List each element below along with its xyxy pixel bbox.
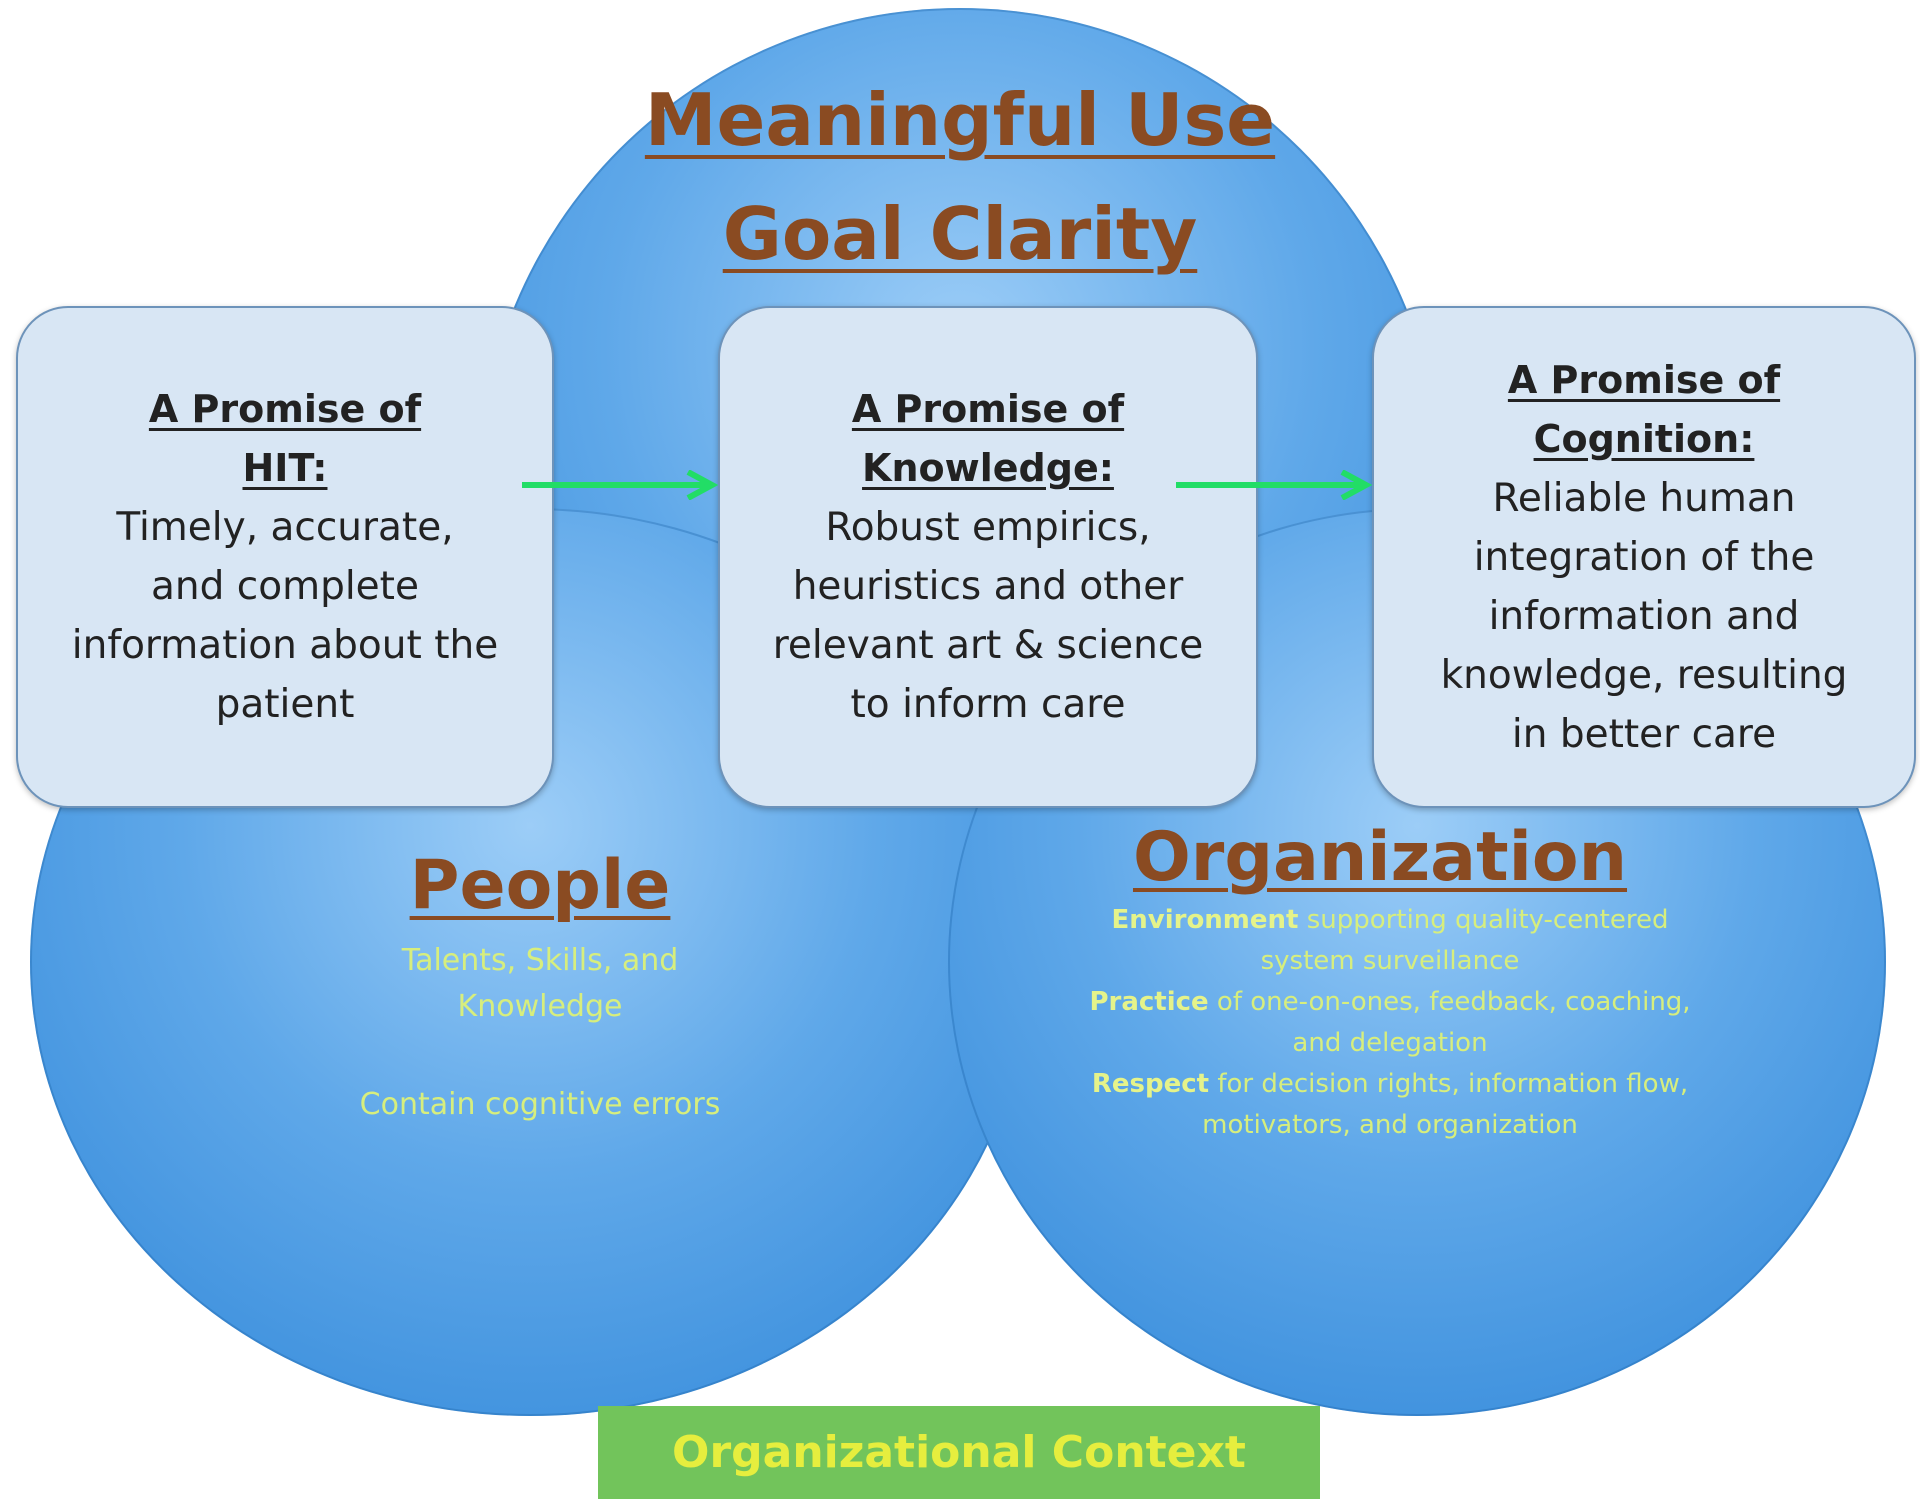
organization-item-text: supporting quality-centered	[1298, 905, 1669, 935]
card-heading: A Promise of HIT:	[140, 380, 430, 498]
organization-item-practice: Practice of one-on-ones, feedback, coach…	[1040, 982, 1740, 1023]
arrow-right-icon	[1176, 470, 1373, 500]
promise-card-hit: A Promise of HIT: Timely, accurate, and …	[16, 306, 554, 808]
card-heading-line-1: A Promise of	[148, 387, 422, 431]
people-title: People	[409, 846, 671, 925]
organization-item-continuation: and delegation	[1292, 1028, 1488, 1058]
card-heading: A Promise of Knowledge:	[843, 380, 1133, 498]
people-skills-line-1: Talents, Skills, and	[401, 943, 679, 978]
organization-keyword: Practice	[1089, 987, 1209, 1017]
card-body-line: Timely, accurate,	[116, 505, 454, 550]
diagram-title-line-2: Goal Clarity	[722, 192, 1198, 276]
people-skills-line-2: Knowledge	[457, 989, 623, 1024]
card-heading-line-2: HIT:	[242, 446, 328, 490]
card-body: Reliable human integration of the inform…	[1441, 469, 1848, 764]
promise-card-knowledge: A Promise of Knowledge: Robust empirics,…	[718, 306, 1258, 808]
card-body-line: Reliable human	[1492, 475, 1796, 521]
organization-keyword: Environment	[1111, 905, 1299, 935]
card-body-line: and complete	[151, 564, 419, 609]
people-errors-text: Contain cognitive errors	[359, 1087, 721, 1122]
card-body-line: knowledge, resulting	[1440, 652, 1848, 698]
card-body: Robust empirics, heuristics and other re…	[773, 498, 1204, 734]
card-heading-line-2: Knowledge:	[862, 446, 1114, 490]
card-body-line: integration of the	[1473, 534, 1815, 580]
card-body-line: relevant art & science	[772, 623, 1204, 668]
organization-item-continuation: motivators, and organization	[1202, 1110, 1578, 1140]
organization-details: Environment supporting quality-centered …	[1040, 900, 1740, 1146]
card-body-line: to inform care	[850, 682, 1126, 727]
card-body-line: patient	[215, 682, 355, 727]
organizational-context-bar: Organizational Context	[598, 1406, 1320, 1499]
card-heading-line-1: A Promise of	[851, 387, 1125, 431]
organization-item-respect: Respect for decision rights, information…	[1040, 1064, 1740, 1105]
people-skills-text: Talents, Skills, and Knowledge	[360, 938, 720, 1030]
diagram-title-line-1: Meaningful Use	[644, 78, 1276, 162]
card-body-line: Robust empirics,	[825, 505, 1151, 550]
card-body: Timely, accurate, and complete informati…	[72, 498, 498, 734]
organization-keyword: Respect	[1091, 1069, 1210, 1099]
card-body-line: information about the	[71, 623, 499, 668]
organization-title: Organization	[1132, 818, 1628, 897]
card-body-line: in better care	[1511, 711, 1777, 757]
card-heading-line-1: A Promise of	[1507, 357, 1781, 402]
arrow-right-icon	[522, 470, 719, 500]
card-heading-line-2: Cognition:	[1533, 416, 1755, 461]
card-body-line: heuristics and other	[792, 564, 1184, 609]
organization-item-text: for decision rights, information flow,	[1209, 1069, 1689, 1099]
organization-item-continuation: system surveillance	[1260, 946, 1520, 976]
card-body-line: information and	[1488, 593, 1800, 639]
organization-item-text: of one-on-ones, feedback, coaching,	[1208, 987, 1691, 1017]
organization-item-environment: Environment supporting quality-centered	[1040, 900, 1740, 941]
promise-card-cognition: A Promise of Cognition: Reliable human i…	[1372, 306, 1916, 808]
organizational-context-label: Organizational Context	[672, 1427, 1246, 1478]
card-heading: A Promise of Cognition:	[1499, 351, 1789, 469]
